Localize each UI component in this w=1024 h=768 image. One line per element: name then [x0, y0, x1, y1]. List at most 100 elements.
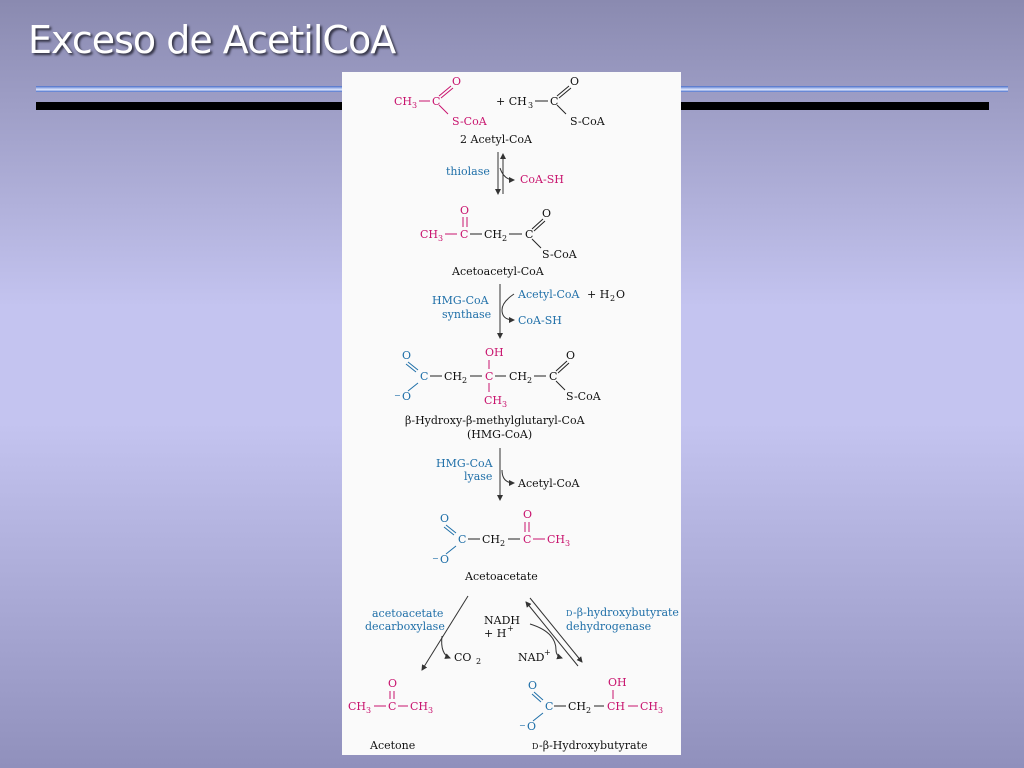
svg-text:+: +: [544, 648, 551, 657]
svg-text:−: −: [394, 391, 401, 400]
acetoacetate-name: Acetoacetate: [464, 570, 538, 583]
svg-text:OH: OH: [485, 346, 504, 359]
svg-text:HMG-CoA: HMG-CoA: [432, 294, 490, 307]
svg-text:(HMG-CoA): (HMG-CoA): [467, 428, 532, 441]
svg-text:CoA-SH: CoA-SH: [520, 173, 564, 186]
svg-text:C: C: [523, 533, 531, 546]
svg-text:3: 3: [428, 706, 433, 715]
acetyl-coa-name: 2 Acetyl-CoA: [460, 133, 533, 146]
acetoacetate-molecule: O C − O CH 2 O C CH 3 Acetoacetate: [432, 508, 570, 583]
svg-text:CH: CH: [444, 370, 462, 383]
svg-text:D: D: [532, 742, 538, 751]
svg-text:-β-hydroxybutyrate: -β-hydroxybutyrate: [573, 606, 679, 619]
svg-text:synthase: synthase: [442, 308, 491, 321]
svg-text:+: +: [507, 624, 514, 633]
slide-title: Exceso de AcetilCoA: [28, 18, 396, 62]
svg-text:S-CoA: S-CoA: [566, 390, 602, 403]
svg-text:+ H: + H: [484, 627, 506, 640]
hmg-coa-synthase-step: HMG-CoA synthase Acetyl-CoA + H 2 O CoA-…: [432, 284, 625, 339]
svg-text:3: 3: [658, 706, 663, 715]
svg-text:CH: CH: [420, 228, 438, 241]
svg-text:D: D: [566, 609, 572, 618]
svg-text:decarboxylase: decarboxylase: [365, 620, 445, 633]
acetoacetyl-coa-molecule: CH 3 C O CH 2 C O S-CoA Acetoacetyl-CoA: [420, 204, 578, 278]
svg-text:OH: OH: [608, 676, 627, 689]
svg-text:3: 3: [502, 400, 507, 409]
svg-text:acetoacetate: acetoacetate: [372, 607, 443, 620]
ch3-label: CH: [394, 95, 412, 108]
svg-text:3: 3: [412, 101, 417, 110]
svg-text:O: O: [542, 207, 551, 220]
svg-text:O: O: [388, 677, 397, 690]
svg-text:CH: CH: [410, 700, 428, 713]
pathway-diagram: CH 3 C O S-CoA + CH 3 C O S-CoA 2 Acetyl…: [348, 75, 679, 752]
svg-text:O: O: [616, 288, 625, 301]
svg-text:2: 2: [500, 539, 505, 548]
svg-text:C: C: [525, 228, 533, 241]
svg-text:C: C: [458, 533, 466, 546]
branch-step: acetoacetate decarboxylase CO 2 NADH + H…: [365, 595, 679, 671]
svg-text:C: C: [388, 700, 396, 713]
hmg-coa-lyase-step: HMG-CoA lyase Acetyl-CoA: [436, 448, 581, 501]
svg-text:dehydrogenase: dehydrogenase: [566, 620, 651, 633]
svg-text:S-CoA: S-CoA: [452, 115, 488, 128]
svg-text:CO: CO: [454, 651, 471, 664]
acetone-name: Acetone: [369, 739, 415, 752]
svg-text:S-CoA: S-CoA: [542, 248, 578, 261]
svg-text:O: O: [566, 349, 575, 362]
svg-text:3: 3: [366, 706, 371, 715]
svg-text:CH: CH: [568, 700, 586, 713]
svg-text:O: O: [528, 679, 537, 692]
svg-text:O: O: [440, 553, 449, 566]
svg-text:−: −: [519, 721, 526, 730]
svg-text:C: C: [550, 95, 558, 108]
thiolase-step: thiolase CoA-SH: [446, 152, 564, 195]
svg-text:O: O: [527, 720, 536, 733]
svg-text:CH: CH: [640, 700, 658, 713]
svg-text:2: 2: [502, 234, 507, 243]
svg-text:C: C: [545, 700, 553, 713]
svg-text:O: O: [460, 204, 469, 217]
svg-text:O: O: [452, 75, 461, 88]
svg-text:2: 2: [462, 376, 467, 385]
svg-text:3: 3: [528, 101, 533, 110]
svg-text:CH: CH: [484, 394, 502, 407]
svg-text:−: −: [432, 554, 439, 563]
hmg-coa-name: β-Hydroxy-β-methylglutaryl-CoA: [405, 414, 586, 427]
svg-text:CH: CH: [607, 700, 625, 713]
svg-text:NADH: NADH: [484, 614, 520, 627]
svg-text:S-CoA: S-CoA: [570, 115, 606, 128]
ketone-body-pathway-figure: CH 3 C O S-CoA + CH 3 C O S-CoA 2 Acetyl…: [342, 72, 681, 755]
svg-text:2: 2: [476, 657, 481, 666]
svg-text:C: C: [420, 370, 428, 383]
acetoacetyl-coa-name: Acetoacetyl-CoA: [451, 265, 545, 278]
svg-text:CH: CH: [484, 228, 502, 241]
svg-text:C: C: [432, 95, 440, 108]
hydroxybutyrate-name: -β-Hydroxybutyrate: [539, 739, 647, 752]
svg-text:C: C: [460, 228, 468, 241]
svg-text:2: 2: [586, 706, 591, 715]
svg-text:NAD: NAD: [518, 651, 545, 664]
svg-text:lyase: lyase: [464, 470, 492, 483]
svg-text:3: 3: [565, 539, 570, 548]
svg-text:O: O: [440, 512, 449, 525]
svg-text:CH: CH: [547, 533, 565, 546]
svg-text:C: C: [485, 370, 493, 383]
svg-text:CH: CH: [482, 533, 500, 546]
acetone-molecule: CH 3 O C CH 3 Acetone: [348, 677, 433, 752]
svg-text:2: 2: [610, 294, 615, 303]
hmg-coa-molecule: O C − O CH 2 OH C CH 3 CH 2 C O S-CoA β-…: [394, 346, 602, 441]
thiolase-label: thiolase: [446, 165, 490, 178]
svg-text:Acetyl-CoA: Acetyl-CoA: [517, 477, 581, 490]
svg-text:2: 2: [527, 376, 532, 385]
svg-text:O: O: [402, 390, 411, 403]
svg-text:O: O: [402, 349, 411, 362]
svg-text:HMG-CoA: HMG-CoA: [436, 457, 494, 470]
svg-text:O: O: [523, 508, 532, 521]
svg-text:CH: CH: [509, 370, 527, 383]
svg-text:Acetyl-CoA: Acetyl-CoA: [517, 288, 581, 301]
hydroxybutyrate-molecule: O C − O CH 2 OH CH CH 3 D -β-Hydroxybuty…: [519, 676, 663, 752]
svg-text:C: C: [549, 370, 557, 383]
svg-text:+ CH: + CH: [496, 95, 527, 108]
svg-text:CH: CH: [348, 700, 366, 713]
